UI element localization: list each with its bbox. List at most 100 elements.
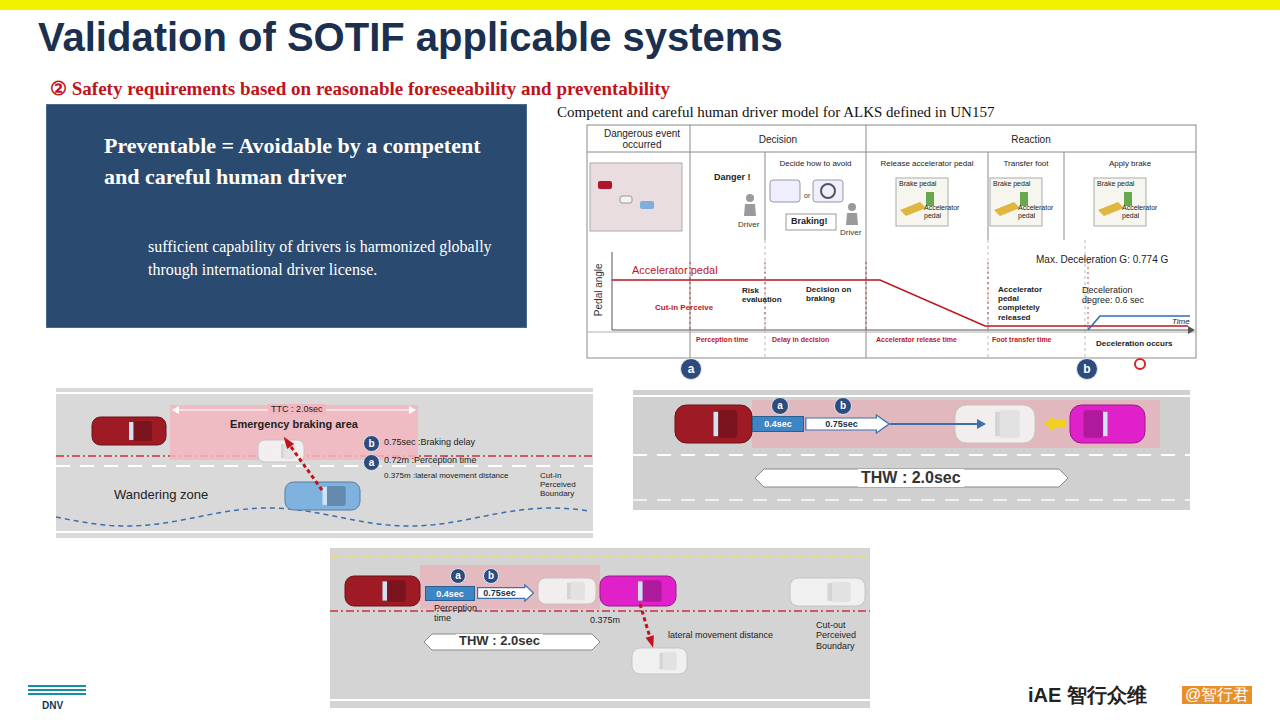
- car-window: [995, 412, 1000, 436]
- car-body: [285, 482, 360, 510]
- zone-label: Wandering zone: [114, 488, 208, 503]
- car-window: [323, 487, 328, 505]
- table-header: Decision: [690, 126, 866, 152]
- axis-label: Time: [1172, 317, 1190, 326]
- car: [675, 405, 752, 443]
- table-rule: [866, 125, 867, 358]
- phase-label: Perception time: [696, 336, 749, 344]
- car-window: [714, 412, 719, 436]
- picture-text: Danger !: [711, 172, 754, 182]
- car-window: [383, 581, 388, 600]
- picture-text: or: [804, 192, 810, 200]
- car-window: [660, 653, 663, 670]
- arrow-head: [646, 635, 654, 648]
- axis-label: Pedal angle: [593, 263, 605, 316]
- wandering-line: [56, 508, 590, 526]
- ghost-car: [790, 578, 865, 606]
- car-icon: [640, 201, 654, 209]
- node-text: Dangerous event occurred: [588, 128, 696, 150]
- dimension: 0.72m :Perception time: [384, 455, 477, 465]
- time-arrow: 0.75sec: [805, 414, 890, 434]
- definition-box: Preventable = Avoidable by a competent a…: [46, 104, 527, 328]
- dimension: 0.375m: [590, 615, 620, 625]
- callout-number: b: [363, 435, 380, 452]
- steering-picture: [813, 180, 843, 202]
- road: [56, 388, 593, 538]
- car-roof: [999, 410, 1020, 437]
- step-header: Release accelerator pedal: [867, 156, 987, 170]
- cut-out-boundary: [330, 610, 870, 612]
- steering-wheel: [821, 184, 835, 198]
- ghost-car: [258, 440, 304, 462]
- blue-track: [890, 423, 978, 425]
- car: [600, 576, 676, 606]
- lateral-move-arrow: [286, 440, 322, 490]
- driver-body: [744, 204, 756, 216]
- car-body: [538, 578, 596, 604]
- pedal-label: Brake pedal: [993, 180, 1030, 188]
- slide-title: Validation of SOTIF applicable systems: [38, 14, 783, 60]
- table-frame: [587, 125, 1196, 358]
- step-header: Apply brake: [1065, 156, 1195, 170]
- table-rule: [765, 152, 766, 240]
- node-text: Transfer foot: [1003, 159, 1048, 168]
- car-window: [638, 581, 643, 600]
- car-icon: [598, 181, 612, 189]
- arrow-shape: [806, 415, 889, 433]
- car-roof: [1084, 410, 1104, 437]
- foot-shape: [900, 202, 926, 216]
- phase-label: Deceleration occurs: [1096, 339, 1172, 348]
- car-body: [258, 440, 304, 462]
- table-header: Dangerous event occurred: [588, 126, 696, 152]
- callout-number: b: [483, 568, 499, 584]
- approach-arrow: [1044, 416, 1066, 432]
- node-text: Apply brake: [1109, 159, 1151, 168]
- pedal-chart: [612, 252, 1195, 369]
- node-text: 0.4sec: [436, 589, 464, 599]
- car-icon: [620, 196, 632, 203]
- event-picture: [590, 163, 682, 231]
- subtitle: ② Safety requirements based on reasonabl…: [50, 78, 670, 100]
- arrow-shape: [478, 585, 534, 601]
- car-window: [1103, 412, 1108, 436]
- dimension: lateral movement distance: [668, 630, 773, 640]
- dimension: THW : 2.0sec: [456, 634, 543, 649]
- node-text: a: [369, 458, 375, 468]
- car-roof: [133, 421, 152, 441]
- x-axis: [612, 330, 1188, 331]
- callout-number: b: [834, 397, 852, 415]
- table-header: Reaction: [866, 126, 1196, 152]
- car-body: [1070, 405, 1145, 443]
- red-marker: [1135, 359, 1145, 369]
- chart-note: Max. Deceleration G: 0.774 G: [1036, 254, 1168, 266]
- pedal-shape: [1020, 192, 1028, 206]
- braking-area-fill: [170, 405, 418, 460]
- car-body: [600, 576, 676, 606]
- car-body: [92, 417, 166, 445]
- watermark: iAE 智行众维: [1028, 684, 1147, 707]
- pedal-label: Accelerator pedal: [1122, 204, 1156, 220]
- shaded-area: [752, 400, 1160, 448]
- ghost-car: [538, 578, 596, 604]
- time-arrow: 0.75sec: [477, 584, 534, 602]
- callout-number: b: [1076, 358, 1098, 380]
- node-text: b: [368, 439, 374, 449]
- lane-line: [56, 531, 593, 533]
- driver-icon: [846, 203, 858, 225]
- car-body: [790, 578, 865, 606]
- driver-head: [848, 203, 856, 211]
- event-marker: [988, 262, 989, 330]
- car-body: [632, 648, 687, 674]
- car: [92, 417, 166, 445]
- callout-number: a: [680, 358, 702, 380]
- time-box: 0.4sec: [752, 416, 804, 432]
- dimension: THW : 2.0sec: [858, 469, 964, 487]
- logo-stripe: [28, 693, 86, 695]
- driver-model-table: [587, 125, 1196, 369]
- picture-text: Driver: [738, 220, 759, 229]
- lane-line: [56, 392, 593, 394]
- arrow-head: [284, 437, 294, 449]
- node-text: 0.75sec: [825, 419, 858, 429]
- node-text: Decision: [759, 134, 797, 145]
- node-text: b: [1083, 363, 1090, 375]
